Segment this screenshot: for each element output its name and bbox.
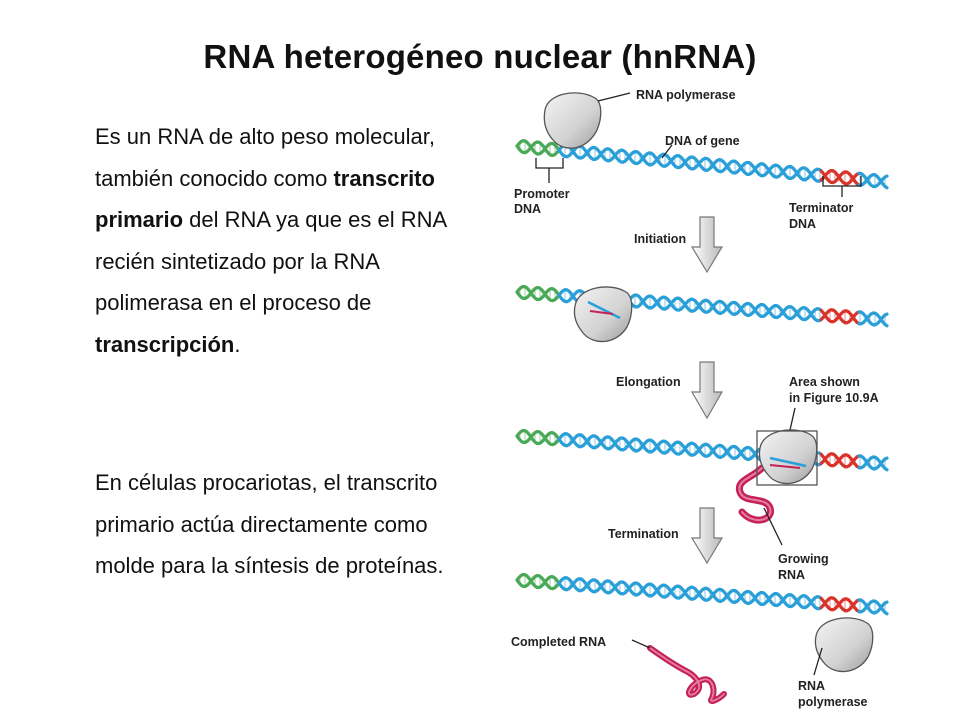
- dna-helix-termination: [515, 573, 889, 616]
- label-termination: Termination: [608, 527, 679, 541]
- label-initiation: Initiation: [634, 232, 686, 246]
- paragraph-prokaryotes: En células procariotas, el transcrito pr…: [95, 470, 444, 578]
- dna-helix-elongation: [515, 429, 889, 472]
- rna-polymerase-initiation: [573, 286, 633, 343]
- leader-line: [597, 92, 631, 102]
- label-dna-of-gene: DNA of gene: [665, 134, 740, 148]
- label-growing: Growing: [778, 552, 829, 566]
- label-growing-rna: RNA: [778, 568, 805, 582]
- initiation-arrow-icon: [690, 216, 724, 274]
- leader-line: [813, 647, 823, 676]
- area-shown-box: [756, 430, 818, 486]
- page-title: RNA heterogéneo nuclear (hnRNA): [203, 38, 757, 75]
- emphasis-primary-transcript: transcrito primario: [95, 165, 435, 233]
- rna-polymerase-released: [814, 617, 874, 673]
- label-rna: RNA: [798, 679, 825, 693]
- leader-line: [763, 507, 783, 546]
- paragraph-text: Es un RNA de alto peso molecular, tambié…: [95, 124, 435, 191]
- promoter-bracket: [535, 158, 564, 183]
- paragraph-definition: Es un RNA de alto peso molecular, tambié…: [95, 116, 475, 365]
- label-area-shown-figure: in Figure 10.9A: [789, 391, 879, 405]
- label-terminator: Terminator: [789, 201, 853, 215]
- paragraph-text: del RNA ya que es el RNA recién sintetiz…: [95, 207, 446, 315]
- label-area-shown: Area shown: [789, 375, 860, 389]
- label-terminator-dna: DNA: [789, 217, 816, 231]
- emphasis-transcription: transcripción: [95, 331, 235, 357]
- termination-arrow-icon: [690, 507, 724, 565]
- label-rna-polymerase: RNA polymerase: [636, 88, 736, 102]
- rna-polymerase-elongation: [758, 429, 818, 485]
- dna-helix-initiation: [515, 285, 889, 328]
- leader-line: [789, 407, 796, 431]
- label-polymerase: polymerase: [798, 695, 868, 709]
- label-completed-rna: Completed RNA: [511, 635, 606, 649]
- terminator-bracket: [822, 176, 862, 197]
- leader-line: [661, 144, 673, 159]
- leader-line: [631, 639, 651, 649]
- label-elongation: Elongation: [616, 375, 681, 389]
- label-promoter-dna: DNA: [514, 202, 541, 216]
- label-promoter: Promoter: [514, 187, 570, 201]
- rna-polymerase-free: [543, 92, 602, 149]
- elongation-arrow-icon: [690, 361, 724, 420]
- paragraph-text: .: [234, 331, 241, 357]
